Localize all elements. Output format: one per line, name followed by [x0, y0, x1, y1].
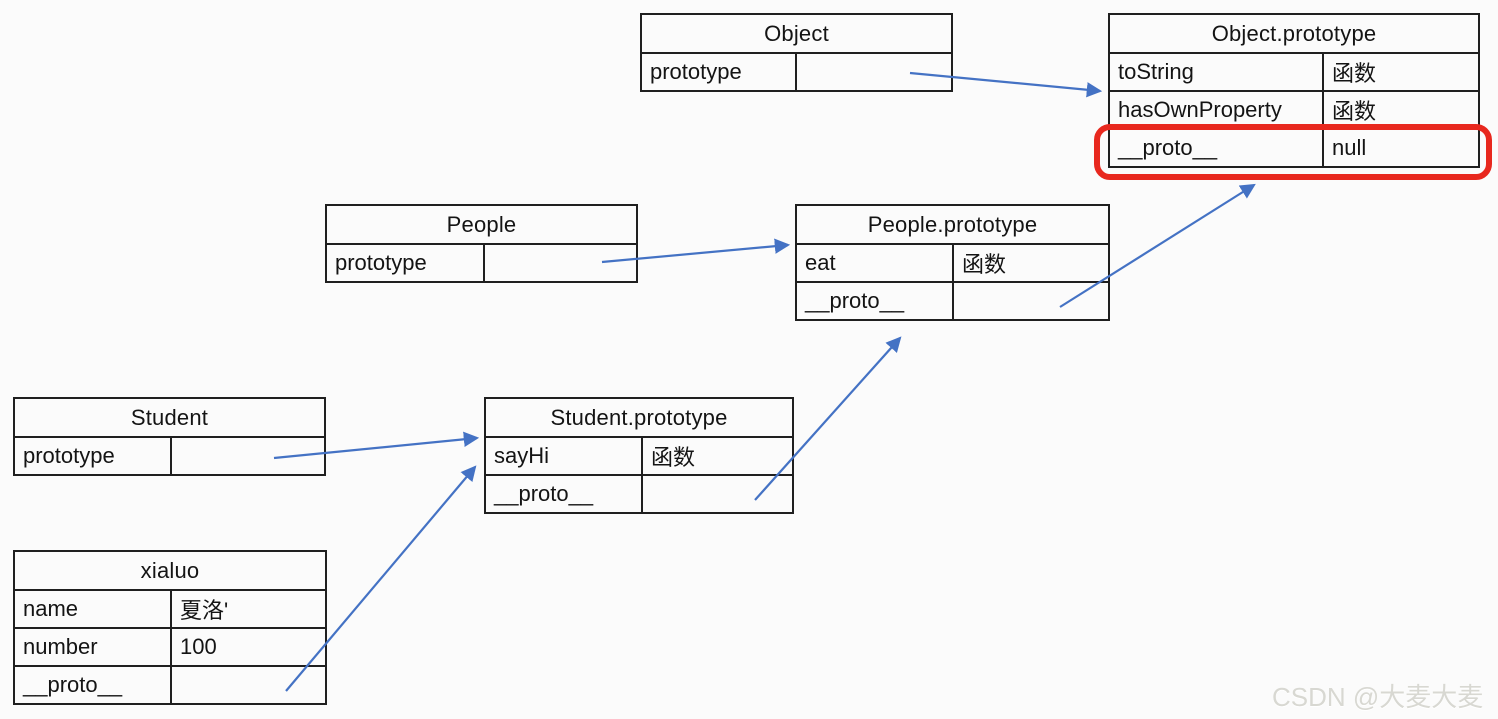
row-value: 函数 [962, 252, 1007, 277]
table-title: Student [130, 404, 209, 430]
table-row: number 100 [15, 627, 325, 665]
table-row-highlighted: __proto__ null [1110, 128, 1478, 166]
table-student: Student prototype [13, 397, 326, 476]
row-key: name [15, 591, 172, 627]
table-title: xialuo [140, 557, 200, 583]
table-row: __proto__ [15, 665, 325, 703]
row-value: 函数 [1332, 61, 1377, 86]
table-title: Object.prototype [1211, 20, 1377, 46]
row-value: 100 [180, 634, 217, 659]
row-value [797, 54, 951, 90]
row-key: eat [797, 245, 954, 281]
row-key: prototype [642, 54, 797, 90]
row-key: sayHi [486, 438, 643, 474]
table-title: Object [764, 20, 829, 46]
table-row: prototype [642, 52, 951, 90]
table-row: hasOwnProperty 函数 [1110, 90, 1478, 128]
row-key: __proto__ [797, 283, 954, 319]
table-row: prototype [327, 243, 636, 281]
row-key: prototype [327, 245, 485, 281]
row-value: 函数 [651, 445, 696, 470]
table-row: name 夏洛' [15, 589, 325, 627]
row-key: __proto__ [15, 667, 172, 703]
row-value [643, 476, 792, 512]
table-row: eat 函数 [797, 243, 1108, 281]
table-object-prototype: Object.prototype toString 函数 hasOwnPrope… [1108, 13, 1480, 168]
row-value: 函数 [1332, 99, 1377, 124]
table-xialuo: xialuo name 夏洛' number 100 __proto__ [13, 550, 327, 705]
table-title: Student.prototype [550, 404, 728, 430]
table-row: __proto__ [486, 474, 792, 512]
table-people-prototype: People.prototype eat 函数 __proto__ [795, 204, 1110, 321]
watermark: CSDN @大麦大麦 [1272, 682, 1484, 712]
table-title: People [446, 211, 517, 237]
table-row: toString 函数 [1110, 52, 1478, 90]
table-title: People.prototype [867, 211, 1038, 237]
row-key: hasOwnProperty [1110, 92, 1324, 128]
row-value: 夏洛' [180, 598, 229, 623]
table-row: sayHi 函数 [486, 436, 792, 474]
table-object: Object prototype [640, 13, 953, 92]
row-key: number [15, 629, 172, 665]
row-key: __proto__ [1110, 130, 1324, 166]
table-row: __proto__ [797, 281, 1108, 319]
row-value [954, 283, 1108, 319]
table-row: prototype [15, 436, 324, 474]
table-people: People prototype [325, 204, 638, 283]
row-key: prototype [15, 438, 172, 474]
row-value [172, 438, 324, 474]
row-key: toString [1110, 54, 1324, 90]
row-value [172, 667, 325, 703]
row-value: null [1332, 135, 1367, 160]
row-value [485, 245, 636, 281]
row-key: __proto__ [486, 476, 643, 512]
table-student-prototype: Student.prototype sayHi 函数 __proto__ [484, 397, 794, 514]
